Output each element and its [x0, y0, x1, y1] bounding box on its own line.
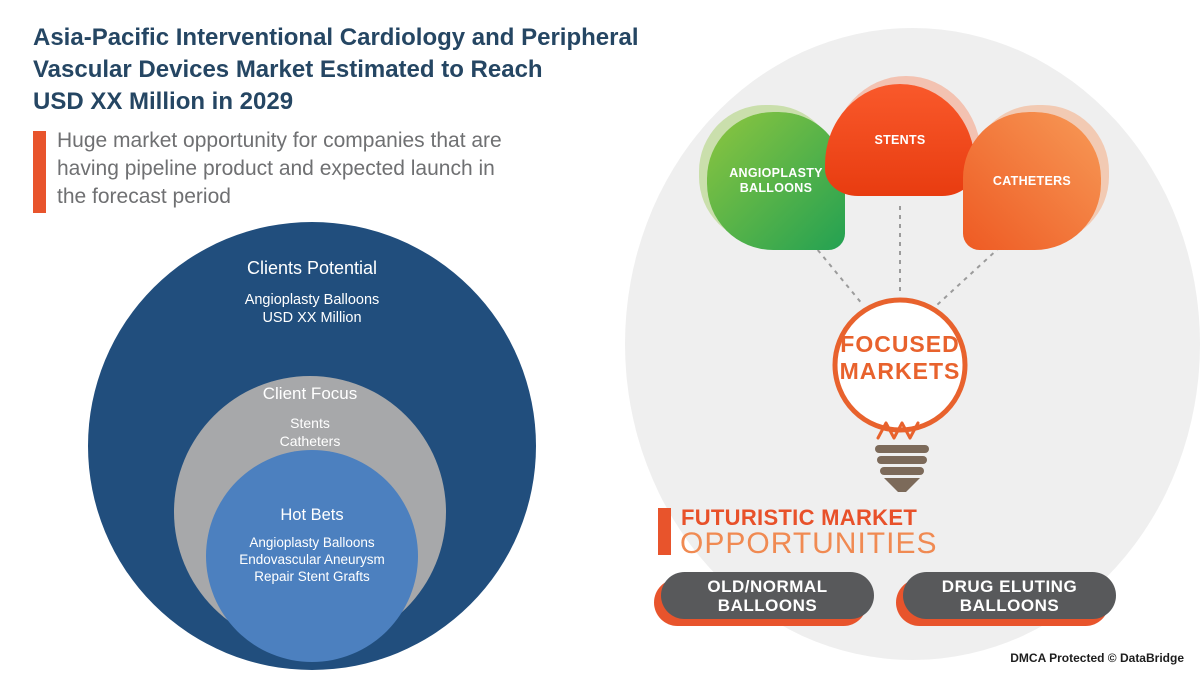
page-subtitle-line-2: having pipeline product and expected lau…	[57, 157, 495, 180]
opportunities-heading-line-2: OPPORTUNITIES	[680, 527, 938, 560]
clients-potential-label: Clients Potential Angioplasty Balloons U…	[88, 258, 536, 327]
drug-eluting-balloons-button[interactable]: DRUG ELUTING BALLOONS	[896, 572, 1116, 626]
lightbulb-icon	[811, 206, 1001, 492]
page-title-line-1: Asia-Pacific Interventional Cardiology a…	[33, 24, 639, 51]
hot-bets-circle	[206, 450, 418, 662]
page-subtitle: Huge market opportunity for companies th…	[57, 127, 502, 211]
client-focus-line-1: Stents	[290, 415, 330, 431]
page-title-line-3: USD XX Million in 2029	[33, 88, 294, 115]
petal-angioplasty-balloons-label: ANGIOPLASTY BALLOONS	[729, 166, 823, 196]
petal-stents-line-1: STENTS	[874, 132, 926, 147]
petal-angioplasty-line-1: ANGIOPLASTY	[729, 166, 823, 180]
client-focus-title: Client Focus	[262, 384, 358, 403]
hot-bets-label: Hot Bets Angioplasty Balloons Endovascul…	[206, 506, 418, 585]
focused-markets-line-2: MARKETS	[839, 358, 961, 384]
petal-catheters-line-1: CATHETERS	[992, 173, 1072, 188]
dashed-connector-left	[811, 242, 864, 306]
hot-bets-title: Hot Bets	[280, 506, 344, 524]
page-title: Asia-Pacific Interventional Cardiology a…	[33, 22, 639, 118]
petal-catheters: CATHETERS	[963, 112, 1101, 250]
hot-bets-line-3: Repair Stent Grafts	[254, 569, 370, 584]
dmca-footer: DMCA Protected © DataBridge	[1010, 651, 1184, 665]
hot-bets-line-1: Angioplasty Balloons	[249, 535, 375, 550]
bulb-base-icon	[875, 445, 929, 492]
client-focus-line-2: Catheters	[279, 432, 341, 449]
dashed-connector-right	[936, 246, 1001, 306]
petal-catheters-label: CATHETERS	[993, 174, 1071, 189]
bulb-filament-icon	[876, 421, 920, 440]
subtitle-accent-bar	[33, 131, 46, 213]
drug-eluting-balloons-pill[interactable]: DRUG ELUTING BALLOONS	[903, 572, 1116, 619]
focused-markets-line-1: FOCUSED	[840, 331, 960, 357]
old-normal-balloons-button[interactable]: OLD/NORMAL BALLOONS	[654, 572, 874, 626]
clients-potential-line-1: Angioplasty Balloons	[244, 292, 380, 308]
old-normal-balloons-pill[interactable]: OLD/NORMAL BALLOONS	[661, 572, 874, 619]
old-normal-balloons-line-2: BALLOONS	[717, 595, 818, 615]
old-normal-balloons-line-1: OLD/NORMAL	[707, 576, 828, 596]
drug-eluting-balloons-line-1: DRUG ELUTING	[941, 576, 1078, 596]
client-focus-label: Client Focus Stents Catheters	[174, 384, 446, 450]
opportunities-heading-line-1: FUTURISTIC MARKET	[681, 505, 918, 530]
page-subtitle-line-1: Huge market opportunity for companies th…	[57, 129, 502, 152]
drug-eluting-balloons-line-2: BALLOONS	[959, 595, 1060, 615]
focused-markets-label: FOCUSED MARKETS	[832, 331, 968, 385]
petal-stents-label: STENTS	[874, 133, 925, 148]
clients-potential-line-2: USD XX Million	[262, 310, 362, 326]
hot-bets-line-2: Endovascular Aneurysm	[239, 552, 385, 567]
clients-potential-title: Clients Potential	[246, 258, 378, 278]
page-subtitle-line-3: the forecast period	[57, 185, 231, 208]
page-title-line-2: Vascular Devices Market Estimated to Rea…	[33, 56, 543, 83]
petal-angioplasty-balloons: ANGIOPLASTY BALLOONS	[707, 112, 845, 250]
petal-angioplasty-line-2: BALLOONS	[739, 181, 813, 195]
bulb-glass-icon	[832, 297, 968, 433]
opportunities-accent-bar	[658, 508, 671, 555]
